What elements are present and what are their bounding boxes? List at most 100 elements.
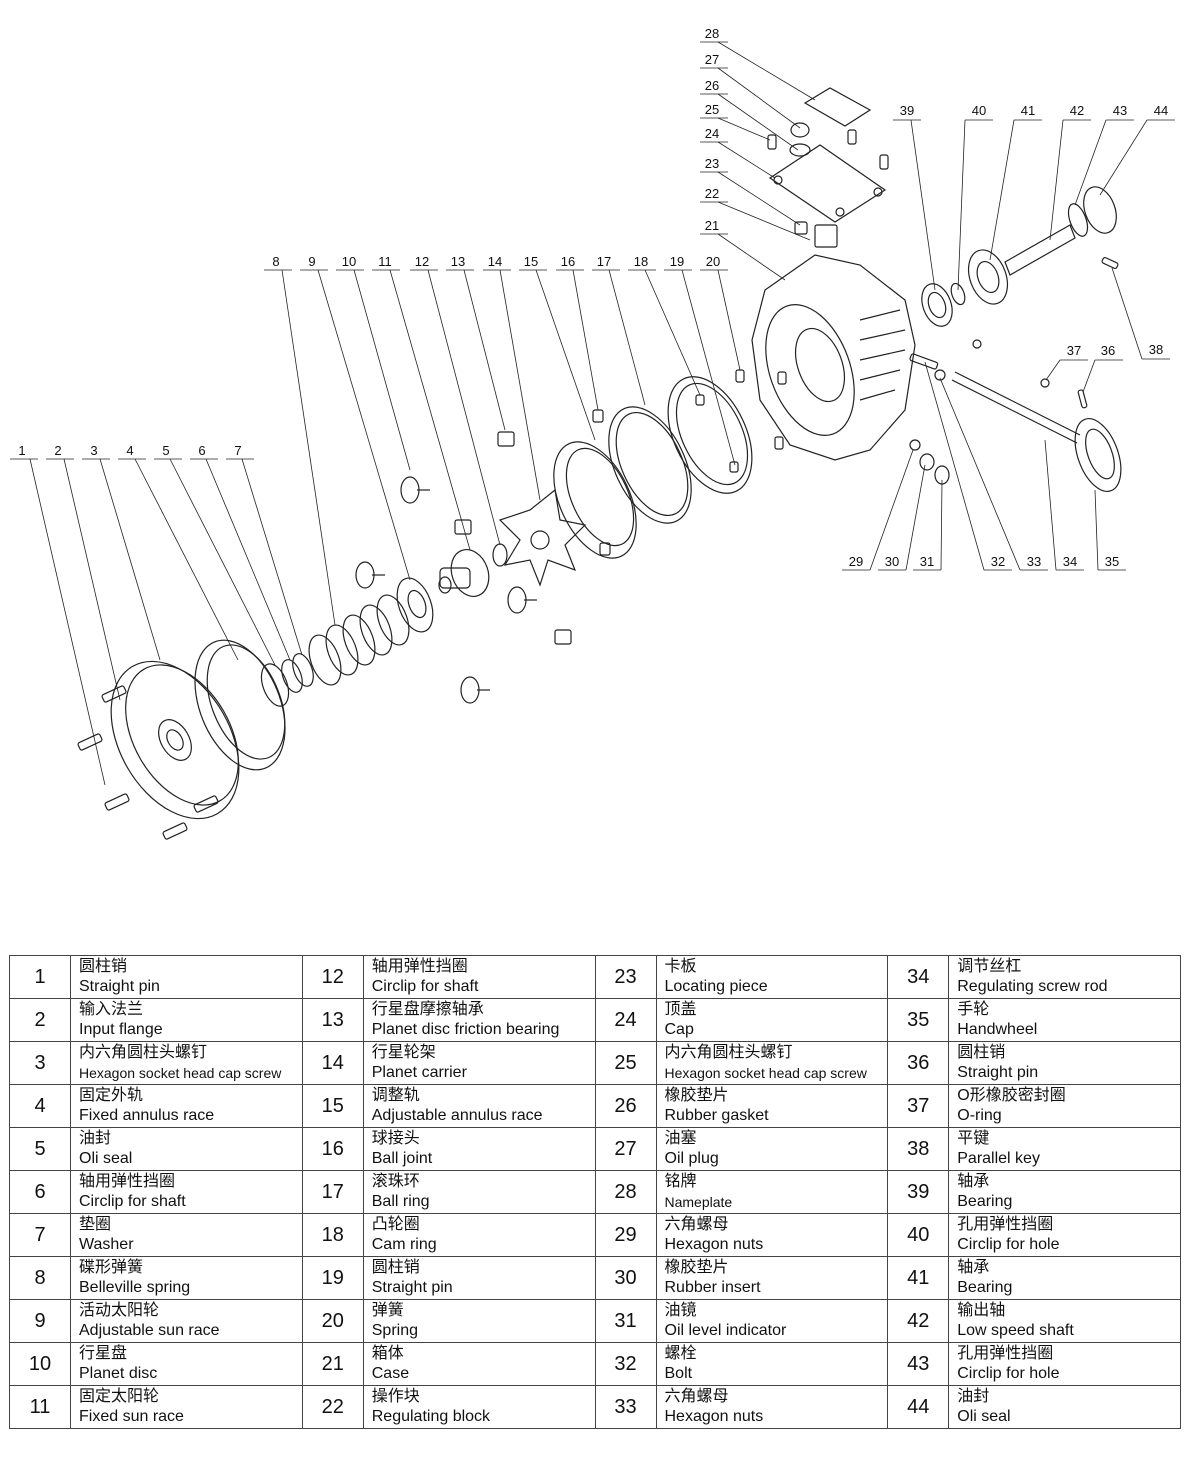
friction-bearing-blocks bbox=[454, 431, 572, 645]
part-number: 18 bbox=[301, 1213, 364, 1257]
fixed-sun-race bbox=[438, 549, 490, 597]
callout-13: 13 bbox=[451, 254, 465, 269]
part-description: 垫圈 Washer bbox=[70, 1213, 303, 1257]
callout-8: 8 bbox=[272, 254, 279, 269]
part-name-en: Planet disc bbox=[79, 1365, 158, 1382]
part-name-cn: 内六角圆柱头螺钉 bbox=[664, 1044, 793, 1061]
part-name-cn: 垫圈 bbox=[79, 1216, 112, 1233]
part-number: 6 bbox=[9, 1170, 71, 1214]
adjustable-annulus-race bbox=[553, 441, 637, 559]
callout-38: 38 bbox=[1149, 342, 1163, 357]
part-name-cn: 手轮 bbox=[957, 1001, 990, 1018]
part-name-en: Input flange bbox=[79, 1021, 163, 1038]
part-number: 31 bbox=[594, 1299, 657, 1343]
case bbox=[751, 254, 916, 461]
callout-15: 15 bbox=[524, 254, 538, 269]
part-number: 4 bbox=[9, 1084, 71, 1128]
cam-ring bbox=[667, 376, 753, 494]
nuts-indicator-bolts bbox=[909, 353, 950, 485]
input-flange bbox=[110, 660, 240, 820]
part-number: 9 bbox=[9, 1299, 71, 1343]
part-name-cn: 油塞 bbox=[664, 1130, 697, 1147]
callout-40: 40 bbox=[972, 103, 986, 118]
part-number: 3 bbox=[9, 1041, 71, 1085]
part-number: 20 bbox=[301, 1299, 364, 1343]
callout-32: 32 bbox=[991, 554, 1005, 569]
part-name-en: Bearing bbox=[957, 1193, 1013, 1210]
part-name-cn: 油封 bbox=[957, 1388, 990, 1405]
callout-9: 9 bbox=[308, 254, 315, 269]
part-name-en: Washer bbox=[79, 1236, 134, 1253]
callout-28: 28 bbox=[705, 26, 719, 41]
callout-33: 33 bbox=[1027, 554, 1041, 569]
callout-6: 6 bbox=[198, 443, 205, 458]
callout-43: 43 bbox=[1113, 103, 1127, 118]
part-name-cn: 行星轮架 bbox=[371, 1044, 436, 1061]
part-name-cn: 调节丝杠 bbox=[957, 958, 1022, 975]
part-name-cn: 行星盘 bbox=[79, 1345, 128, 1362]
callout-25: 25 bbox=[705, 102, 719, 117]
part-name-cn: 球接头 bbox=[371, 1130, 420, 1147]
callout-2: 2 bbox=[54, 443, 61, 458]
part-name-cn: 圆柱销 bbox=[957, 1044, 1006, 1061]
handwheel bbox=[1074, 418, 1122, 492]
part-number: 36 bbox=[887, 1041, 950, 1085]
part-name-cn: 输出轴 bbox=[957, 1302, 1006, 1319]
part-name-en: Bearing bbox=[957, 1279, 1013, 1296]
callout-19: 19 bbox=[670, 254, 684, 269]
part-name-en: Planet carrier bbox=[371, 1064, 467, 1081]
part-name-cn: 弹簧 bbox=[371, 1302, 404, 1319]
part-name-en: Hexagon nuts bbox=[664, 1408, 764, 1425]
part-name-cn: 操作块 bbox=[371, 1388, 420, 1405]
part-number: 29 bbox=[594, 1213, 657, 1257]
part-name-en: Oil level indicator bbox=[664, 1322, 787, 1339]
part-name-en: Oil plug bbox=[664, 1150, 719, 1167]
callout-34: 34 bbox=[1063, 554, 1077, 569]
part-name-en: Parallel key bbox=[957, 1150, 1040, 1167]
part-name-en: Hexagon nuts bbox=[664, 1236, 764, 1253]
part-description: 行星盘 Planet disc bbox=[70, 1342, 303, 1386]
part-name-en: Cap bbox=[664, 1021, 694, 1038]
part-name-en: Handwheel bbox=[957, 1021, 1038, 1038]
part-name-en: Adjustable annulus race bbox=[371, 1107, 543, 1124]
part-name-cn: 螺栓 bbox=[664, 1345, 697, 1362]
part-name-cn: 孔用弹性挡圈 bbox=[957, 1345, 1054, 1362]
part-number: 26 bbox=[594, 1084, 657, 1128]
callout-44: 44 bbox=[1154, 103, 1168, 118]
callout-10: 10 bbox=[342, 254, 356, 269]
regulating-block bbox=[794, 221, 838, 248]
part-name-en: Adjustable sun race bbox=[79, 1322, 220, 1339]
callout-14: 14 bbox=[488, 254, 502, 269]
part-number: 21 bbox=[301, 1342, 364, 1386]
part-number: 24 bbox=[594, 998, 657, 1042]
callout-21: 21 bbox=[705, 218, 719, 233]
part-name-cn: 铭牌 bbox=[664, 1173, 697, 1190]
part-name-cn: 碟形弹簧 bbox=[79, 1259, 144, 1276]
callout-30: 30 bbox=[885, 554, 899, 569]
part-name-cn: 轴承 bbox=[957, 1173, 990, 1190]
part-name-en: Circlip for shaft bbox=[79, 1193, 186, 1210]
part-name-en: O-ring bbox=[957, 1107, 1002, 1124]
part-number: 17 bbox=[301, 1170, 364, 1214]
part-number: 38 bbox=[887, 1127, 950, 1171]
